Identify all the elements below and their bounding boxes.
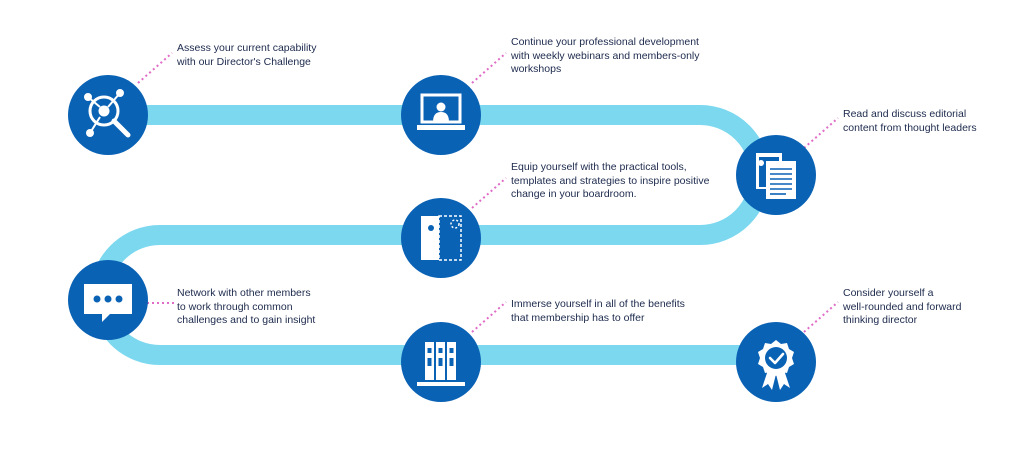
toolkit-icon (421, 215, 462, 261)
step-node-7 (736, 322, 816, 402)
documents-icon (756, 153, 796, 199)
connector-1 (137, 52, 173, 84)
binders-icon (417, 342, 465, 386)
step-label-7: Consider yourself a well-rounded and for… (843, 287, 962, 326)
award-rosette-icon (758, 340, 794, 390)
connector-7 (803, 301, 839, 333)
magnifier-target-icon (84, 89, 131, 138)
step-label-2: Continue your professional development w… (511, 36, 700, 75)
connector-3 (803, 117, 839, 149)
step-label-1: Assess your current capability with our … (177, 42, 317, 68)
step-node-6 (401, 322, 481, 402)
step-label-6: Immerse yourself in all of the benefits … (511, 298, 685, 324)
webinar-screen-icon (417, 93, 465, 130)
connector-4 (471, 177, 507, 209)
connector-6 (471, 301, 507, 333)
step-node-4 (401, 198, 481, 278)
step-node-5 (68, 260, 148, 340)
connector-2 (471, 52, 507, 84)
step-node-3 (736, 135, 816, 215)
step-label-4: Equip yourself with the practical tools,… (511, 161, 710, 200)
step-label-5: Network with other members to work throu… (177, 287, 316, 326)
chat-bubble-icon (84, 284, 132, 322)
step-node-2 (401, 75, 481, 155)
step-node-1 (68, 75, 148, 155)
step-label-3: Read and discuss editorial content from … (843, 108, 977, 134)
